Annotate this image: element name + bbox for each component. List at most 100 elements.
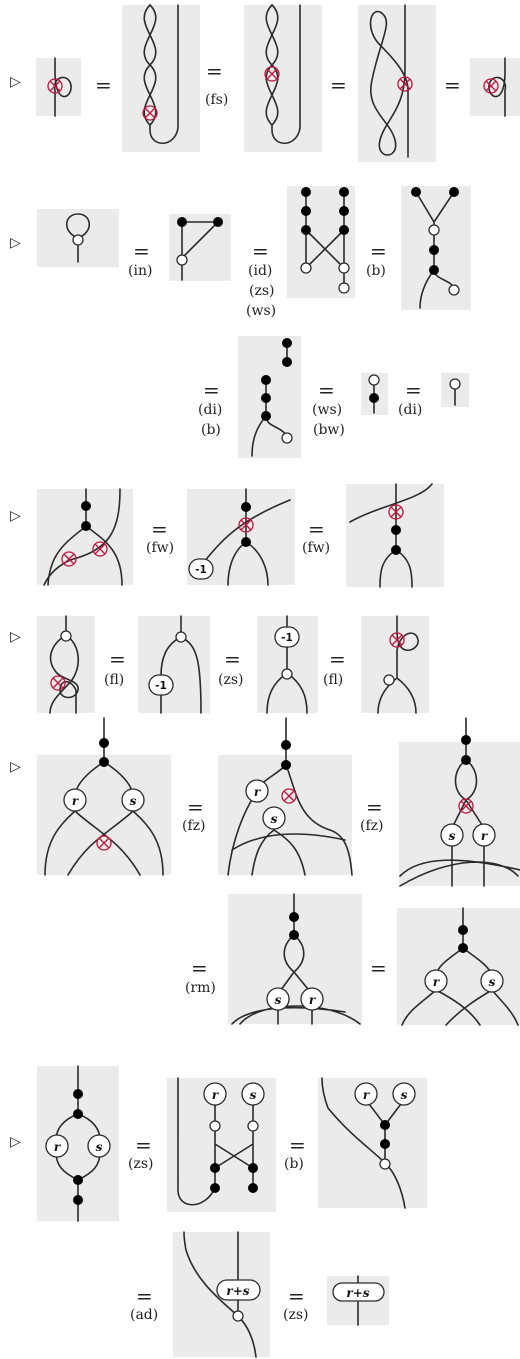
equals-2b: = bbox=[252, 239, 269, 263]
rule-ad: (ad) bbox=[130, 1307, 158, 1323]
label-s-3: s bbox=[449, 829, 456, 843]
diagram-2c-cross-network bbox=[287, 186, 355, 298]
rule-zs-1: (zs) bbox=[249, 283, 274, 299]
equals-2c: = bbox=[370, 239, 387, 263]
rule-ws-1: (ws) bbox=[246, 303, 276, 319]
diagram-5d bbox=[361, 615, 429, 714]
diagram-4c bbox=[346, 483, 444, 588]
row-4: ▷ = (fw) -1 = (fw) bbox=[10, 483, 444, 588]
label-r-4: r bbox=[309, 993, 317, 1007]
equals-2a: = bbox=[133, 239, 150, 263]
rule-zs-4: (zs) bbox=[283, 1307, 308, 1323]
rule-bw: (bw) bbox=[313, 422, 345, 438]
label-minus-one-3: -1 bbox=[281, 632, 293, 644]
equals-3c: = bbox=[405, 378, 422, 402]
rule-zs-3: (zs) bbox=[128, 1156, 153, 1172]
rule-di-1: (di) bbox=[198, 402, 222, 418]
label-s-8: s bbox=[401, 1088, 408, 1102]
rule-fl-2: (fl) bbox=[323, 672, 343, 688]
rule-b-2: (b) bbox=[201, 422, 221, 438]
equals-9a: = bbox=[136, 1284, 153, 1308]
diagram-6c: s r bbox=[399, 717, 520, 887]
label-s-4: s bbox=[275, 993, 282, 1007]
diagram-4b: -1 bbox=[187, 488, 295, 586]
rule-b-1: (b) bbox=[366, 263, 386, 279]
equals-5a: = bbox=[109, 647, 126, 671]
rule-fz-1: (fz) bbox=[182, 818, 205, 834]
diagram-7a: s r bbox=[228, 893, 362, 1025]
bullet-row-4: ▷ bbox=[10, 508, 21, 524]
equals-7b: = bbox=[370, 956, 387, 980]
label-s-2: s bbox=[271, 812, 278, 826]
row-8: ▷ r s = (zs) r s = (b) bbox=[10, 1065, 427, 1222]
rule-fl-1: (fl) bbox=[104, 672, 124, 688]
row-7: = (rm) s r = r s bbox=[185, 893, 520, 1026]
rule-fw-2: (fw) bbox=[302, 540, 330, 556]
label-r-6: r bbox=[54, 1140, 62, 1154]
rule-ws-2: (ws) bbox=[312, 402, 342, 418]
equals-3b: = bbox=[318, 378, 335, 402]
diagram-5b: -1 bbox=[138, 615, 210, 714]
equals-4a: = bbox=[151, 517, 168, 541]
row-5: ▷ = (fl) -1 = (zs) -1 = (fl) bbox=[10, 615, 429, 714]
diagram-2a-loop-node bbox=[37, 209, 119, 267]
label-r-plus-s-2: r+s bbox=[346, 1286, 369, 1300]
rule-in: (in) bbox=[128, 263, 152, 279]
equals-5b: = bbox=[224, 647, 241, 671]
label-r-1: r bbox=[72, 794, 80, 808]
rule-fw-1: (fw) bbox=[146, 540, 174, 556]
diagram-1c-braided-strands bbox=[244, 4, 322, 152]
equals-6b: = bbox=[366, 795, 383, 819]
diagram-3c-single-node bbox=[441, 373, 469, 407]
diagram-6b: r s bbox=[218, 717, 353, 876]
label-r-7: r bbox=[212, 1088, 220, 1102]
label-r-5: r bbox=[433, 975, 441, 989]
rule-fs: (fs) bbox=[205, 92, 228, 108]
diagram-3b-short-chain bbox=[361, 373, 388, 415]
label-s-5: s bbox=[489, 975, 496, 989]
label-r-2: r bbox=[254, 785, 262, 799]
label-r-3: r bbox=[481, 829, 489, 843]
label-s-6: s bbox=[96, 1140, 103, 1154]
diagram-6a: r s bbox=[37, 717, 171, 876]
diagram-1e-crossed-loop bbox=[470, 57, 520, 117]
diagram-9a: r+s bbox=[173, 1231, 270, 1358]
equals-4b: = bbox=[308, 517, 325, 541]
row-2: ▷ = (in) = (id) (zs) (ws) = (b) bbox=[10, 186, 471, 319]
diagram-8b: r s bbox=[167, 1077, 276, 1212]
bullet-row-1: ▷ bbox=[10, 74, 21, 90]
equals-9b: = bbox=[288, 1284, 305, 1308]
diagram-1d-figure-eight bbox=[358, 4, 436, 162]
equals-8a: = bbox=[135, 1133, 152, 1157]
diagram-9b: r+s bbox=[327, 1275, 389, 1326]
bullet-row-8: ▷ bbox=[10, 1134, 21, 1150]
row-9: = (ad) r+s = (zs) r+s bbox=[130, 1231, 389, 1358]
diagram-2b-triangle bbox=[169, 214, 231, 281]
equals-8b: = bbox=[289, 1133, 306, 1157]
diagram-2d-y-network bbox=[401, 186, 471, 310]
equals-3a: = bbox=[203, 378, 220, 402]
equals-1d: = bbox=[444, 73, 461, 97]
label-minus-one-2: -1 bbox=[155, 680, 167, 692]
diagram-1a-crossed-loop bbox=[36, 57, 81, 117]
row-1: ▷ = = (fs) = bbox=[10, 4, 520, 162]
rule-id-1: (id) bbox=[248, 263, 272, 279]
bullet-row-6: ▷ bbox=[10, 759, 21, 775]
rule-fz-2: (fz) bbox=[360, 818, 383, 834]
diagram-8a: r s bbox=[37, 1065, 119, 1222]
rule-zs-2: (zs) bbox=[218, 672, 243, 688]
row-3: = (di) (b) = (ws) (bw) = (di) bbox=[198, 336, 469, 458]
diagram-3a-chain bbox=[238, 336, 301, 458]
diagram-1b-braided-strands bbox=[122, 4, 200, 152]
rule-di-2: (di) bbox=[398, 402, 422, 418]
label-r-plus-s-1: r+s bbox=[226, 1284, 249, 1298]
equals-5c: = bbox=[329, 647, 346, 671]
diagram-4a bbox=[37, 488, 133, 586]
rule-rm: (rm) bbox=[185, 980, 216, 996]
diagram-5a bbox=[37, 615, 95, 714]
label-r-8: r bbox=[363, 1088, 371, 1102]
label-s-7: s bbox=[250, 1088, 257, 1102]
equals-6a: = bbox=[187, 795, 204, 819]
equals-1a: = bbox=[95, 73, 112, 97]
